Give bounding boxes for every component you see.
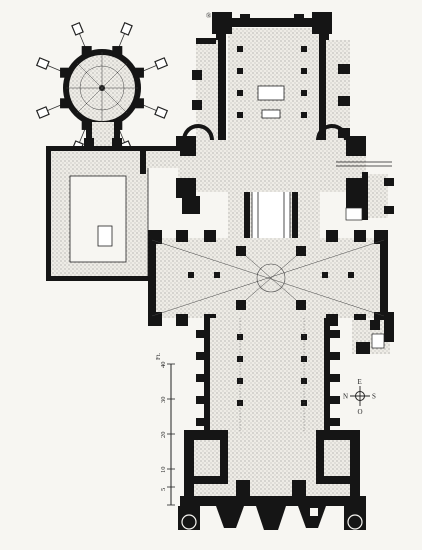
flying-buttress-pier [154, 57, 169, 70]
aisle-buttress [196, 374, 208, 382]
scale-tick-label: 5 [160, 488, 167, 491]
eastern-transept [176, 124, 394, 221]
aisle-buttress [328, 374, 340, 382]
nave-pier [237, 356, 243, 362]
chapter-house [35, 21, 169, 158]
choir-pier [237, 90, 243, 96]
scale-bar: Ft. 40 30 20 10 5 [155, 353, 175, 506]
choir-pier [301, 90, 307, 96]
buttress-base [133, 67, 144, 78]
compass-east-label: E [358, 378, 362, 386]
choir-pier [301, 46, 307, 52]
north-choir-chapels [192, 38, 350, 140]
buttress-base [81, 46, 92, 57]
nave-pier [301, 334, 307, 340]
buttress-base [60, 67, 71, 78]
flying-buttress-pier [120, 21, 133, 36]
aisle-buttress [328, 330, 340, 338]
aisle-buttress [196, 418, 208, 426]
scale-tick-label: 40 [160, 362, 167, 369]
choir-pier [237, 112, 243, 118]
scale-tick-label: 20 [160, 432, 167, 439]
nave-buttresses [196, 330, 340, 426]
plan-marker: ® [206, 12, 212, 20]
aisle-buttress [328, 396, 340, 404]
chapter-house-buttress [133, 98, 169, 119]
nave-pier [301, 378, 307, 384]
scale-tick-label: 30 [160, 397, 167, 404]
aisle-buttress [196, 352, 208, 360]
aisle-buttress [196, 330, 208, 338]
cloister [46, 146, 180, 281]
choir-pier [237, 68, 243, 74]
flying-buttress-pier [71, 21, 84, 36]
nave-arcade [237, 46, 307, 406]
chapter-house-buttress [71, 21, 92, 57]
scale-unit-label: Ft. [155, 353, 162, 360]
west-front [178, 430, 366, 530]
compass-west-label: O [358, 408, 363, 416]
buttress-base [112, 46, 123, 57]
chapter-house-buttress [112, 21, 133, 57]
chapter-house-buttress [35, 57, 71, 78]
choir [206, 12, 339, 248]
scale-tick-label: 10 [160, 467, 167, 474]
nave-pier [301, 356, 307, 362]
compass-south-label: S [372, 393, 376, 401]
flying-buttress-pier [154, 106, 169, 119]
flying-buttress-pier [35, 106, 50, 119]
chapter-house-buttress [133, 57, 169, 78]
choir-pier [301, 112, 307, 118]
aisle-buttress [328, 352, 340, 360]
compass-rose: E N S O [343, 378, 376, 416]
compass-north-label: N [343, 393, 348, 401]
chapter-house-buttress [35, 98, 71, 119]
nave-pier [237, 378, 243, 384]
flying-buttress-pier [35, 57, 50, 70]
choir-pier [301, 68, 307, 74]
aisle-buttress [328, 418, 340, 426]
nave-pier [237, 334, 243, 340]
aisle-buttress [196, 396, 208, 404]
buttress-base [133, 98, 144, 109]
choir-pier [237, 46, 243, 52]
buttress-base [60, 98, 71, 109]
